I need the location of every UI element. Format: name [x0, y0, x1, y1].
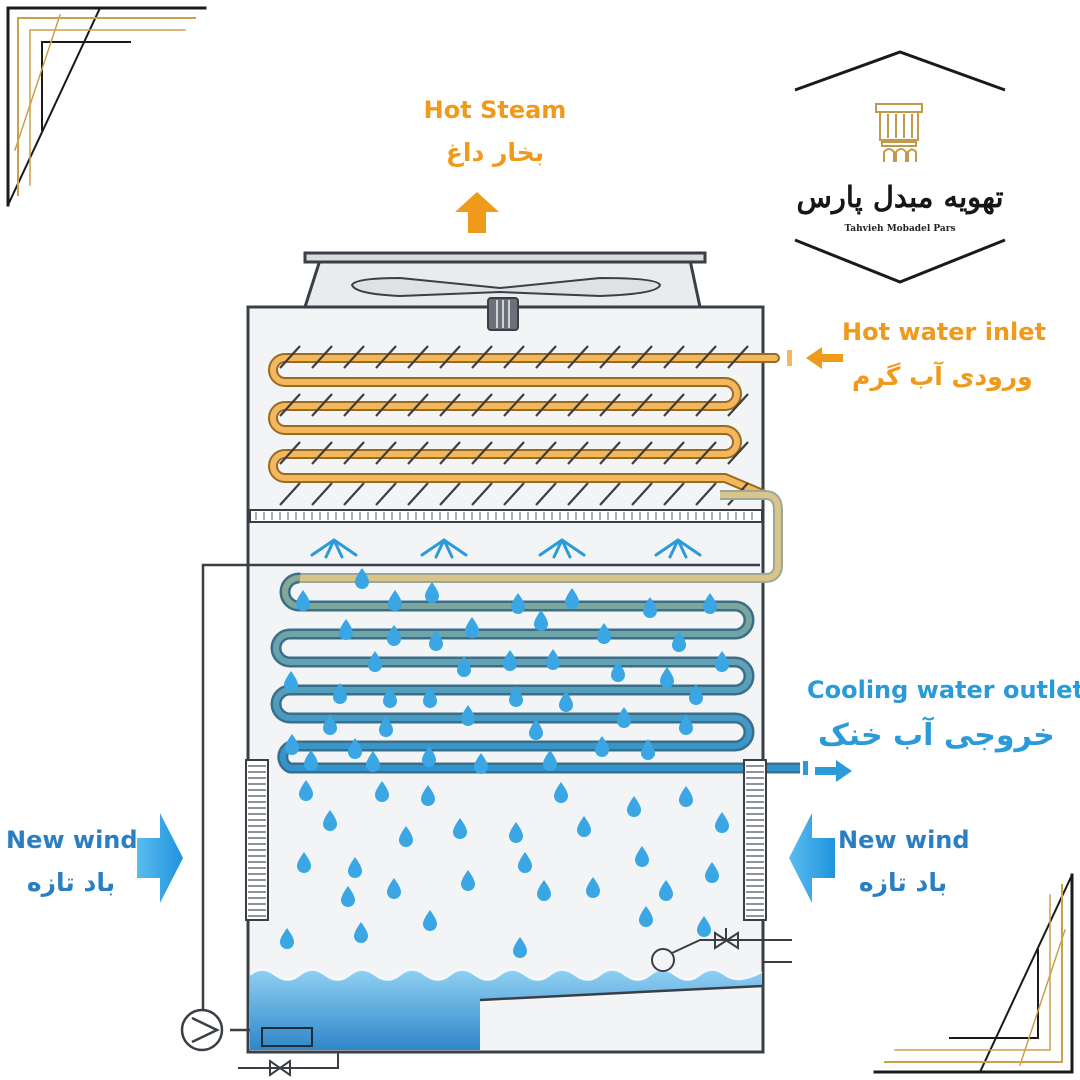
coil-fin	[439, 345, 461, 369]
hot-water-inlet-label: Hot water inlet	[842, 318, 1046, 346]
new-wind-arrow-left-icon	[137, 813, 183, 903]
coil-fin	[535, 482, 557, 506]
spray-nozzles	[310, 538, 702, 559]
coil-fin	[695, 345, 717, 369]
fan-icon	[350, 276, 662, 331]
coil-fin	[439, 393, 461, 417]
tower-housing	[246, 251, 765, 1054]
coil-fin	[535, 441, 557, 465]
louver-right	[743, 759, 767, 921]
coil-fin	[407, 441, 429, 465]
logo-name-en: Tahvieh Mobadel Pars	[844, 224, 956, 234]
hot-steam-label: Hot Steam	[423, 96, 567, 124]
coil-fin	[727, 345, 749, 369]
new-wind-right-label-fa: باد تازه	[858, 868, 948, 897]
hot-water-inlet-label-fa: ورودی آب گرم	[852, 362, 1033, 391]
coil-fin	[599, 345, 621, 369]
coil-fin	[279, 393, 301, 417]
coil-fin	[471, 441, 493, 465]
corner-frame-bottom-right	[873, 873, 1074, 1074]
coil-fin	[343, 441, 365, 465]
coil-fin	[311, 345, 333, 369]
cooling-outlet-arrow-icon	[815, 760, 852, 782]
hot-inlet-stub	[787, 350, 792, 366]
coil-fin	[695, 393, 717, 417]
logo-name-fa: تهویه مبدل پارس	[796, 180, 1004, 214]
coil-fin	[567, 482, 589, 506]
coil-fin	[727, 393, 749, 417]
building-emblem-icon	[875, 103, 923, 162]
coil-fin	[567, 393, 589, 417]
coil-fin	[631, 345, 653, 369]
coil-fin	[343, 345, 365, 369]
coil-fin	[471, 393, 493, 417]
hot-steam-label-fa: بخار داغ	[445, 138, 545, 167]
company-logo	[794, 50, 1006, 284]
new-wind-right-label: New wind	[838, 826, 970, 854]
coil-fins	[279, 345, 749, 506]
coil-fin	[375, 482, 397, 506]
coil-fin	[631, 482, 653, 506]
coil-fin	[407, 482, 429, 506]
louver-left	[245, 759, 269, 921]
coil-fin	[503, 482, 525, 506]
coil-fin	[503, 345, 525, 369]
coil-fin	[567, 441, 589, 465]
coil-fin	[503, 393, 525, 417]
steam-arrow-icon	[455, 192, 499, 233]
hot-inlet-arrow-icon	[806, 347, 843, 369]
coil-fin	[663, 393, 685, 417]
coil-fin	[631, 393, 653, 417]
coil-fin	[567, 345, 589, 369]
coil-fin	[503, 441, 525, 465]
coil-fin	[727, 441, 749, 465]
coil-fin	[311, 393, 333, 417]
coil-fin	[439, 482, 461, 506]
coil-fin	[279, 441, 301, 465]
new-wind-arrow-right-icon	[789, 813, 835, 903]
pump-icon	[180, 1008, 224, 1052]
coil-fin	[279, 345, 301, 369]
coil-fin	[407, 393, 429, 417]
coil-fin	[695, 441, 717, 465]
coil-fin	[375, 441, 397, 465]
coil-fin	[375, 345, 397, 369]
coil-fin	[279, 482, 301, 506]
coil-fin	[535, 345, 557, 369]
coil-fin	[663, 441, 685, 465]
cooling-water-outlet-label: Cooling water outlet	[807, 676, 1080, 704]
cooling-water-outlet-label-fa: خروجی آب خنک	[818, 718, 1055, 753]
coil-fin	[599, 482, 621, 506]
spray-header	[249, 509, 763, 523]
coil-fin	[663, 482, 685, 506]
coil-fin	[407, 345, 429, 369]
coil-fin	[471, 482, 493, 506]
coil-fin	[343, 393, 365, 417]
coil-fin	[471, 345, 493, 369]
coil-fin	[631, 441, 653, 465]
makeup-valve	[651, 928, 792, 972]
coil-fin	[311, 441, 333, 465]
coil-fin	[599, 441, 621, 465]
drain-valve-icon	[238, 1052, 339, 1077]
new-wind-left-label-fa: باد تازه	[26, 868, 116, 897]
coil-fin	[599, 393, 621, 417]
coil-fin	[663, 345, 685, 369]
coil-fin	[343, 482, 365, 506]
new-wind-left-label: New wind	[6, 826, 138, 854]
coil-fin	[375, 393, 397, 417]
coil-fin	[439, 441, 461, 465]
coil-fin	[535, 393, 557, 417]
coil-fin	[311, 482, 333, 506]
hot-coil	[268, 353, 780, 500]
coil-fin	[695, 482, 717, 506]
corner-frame-top-left	[6, 6, 207, 207]
